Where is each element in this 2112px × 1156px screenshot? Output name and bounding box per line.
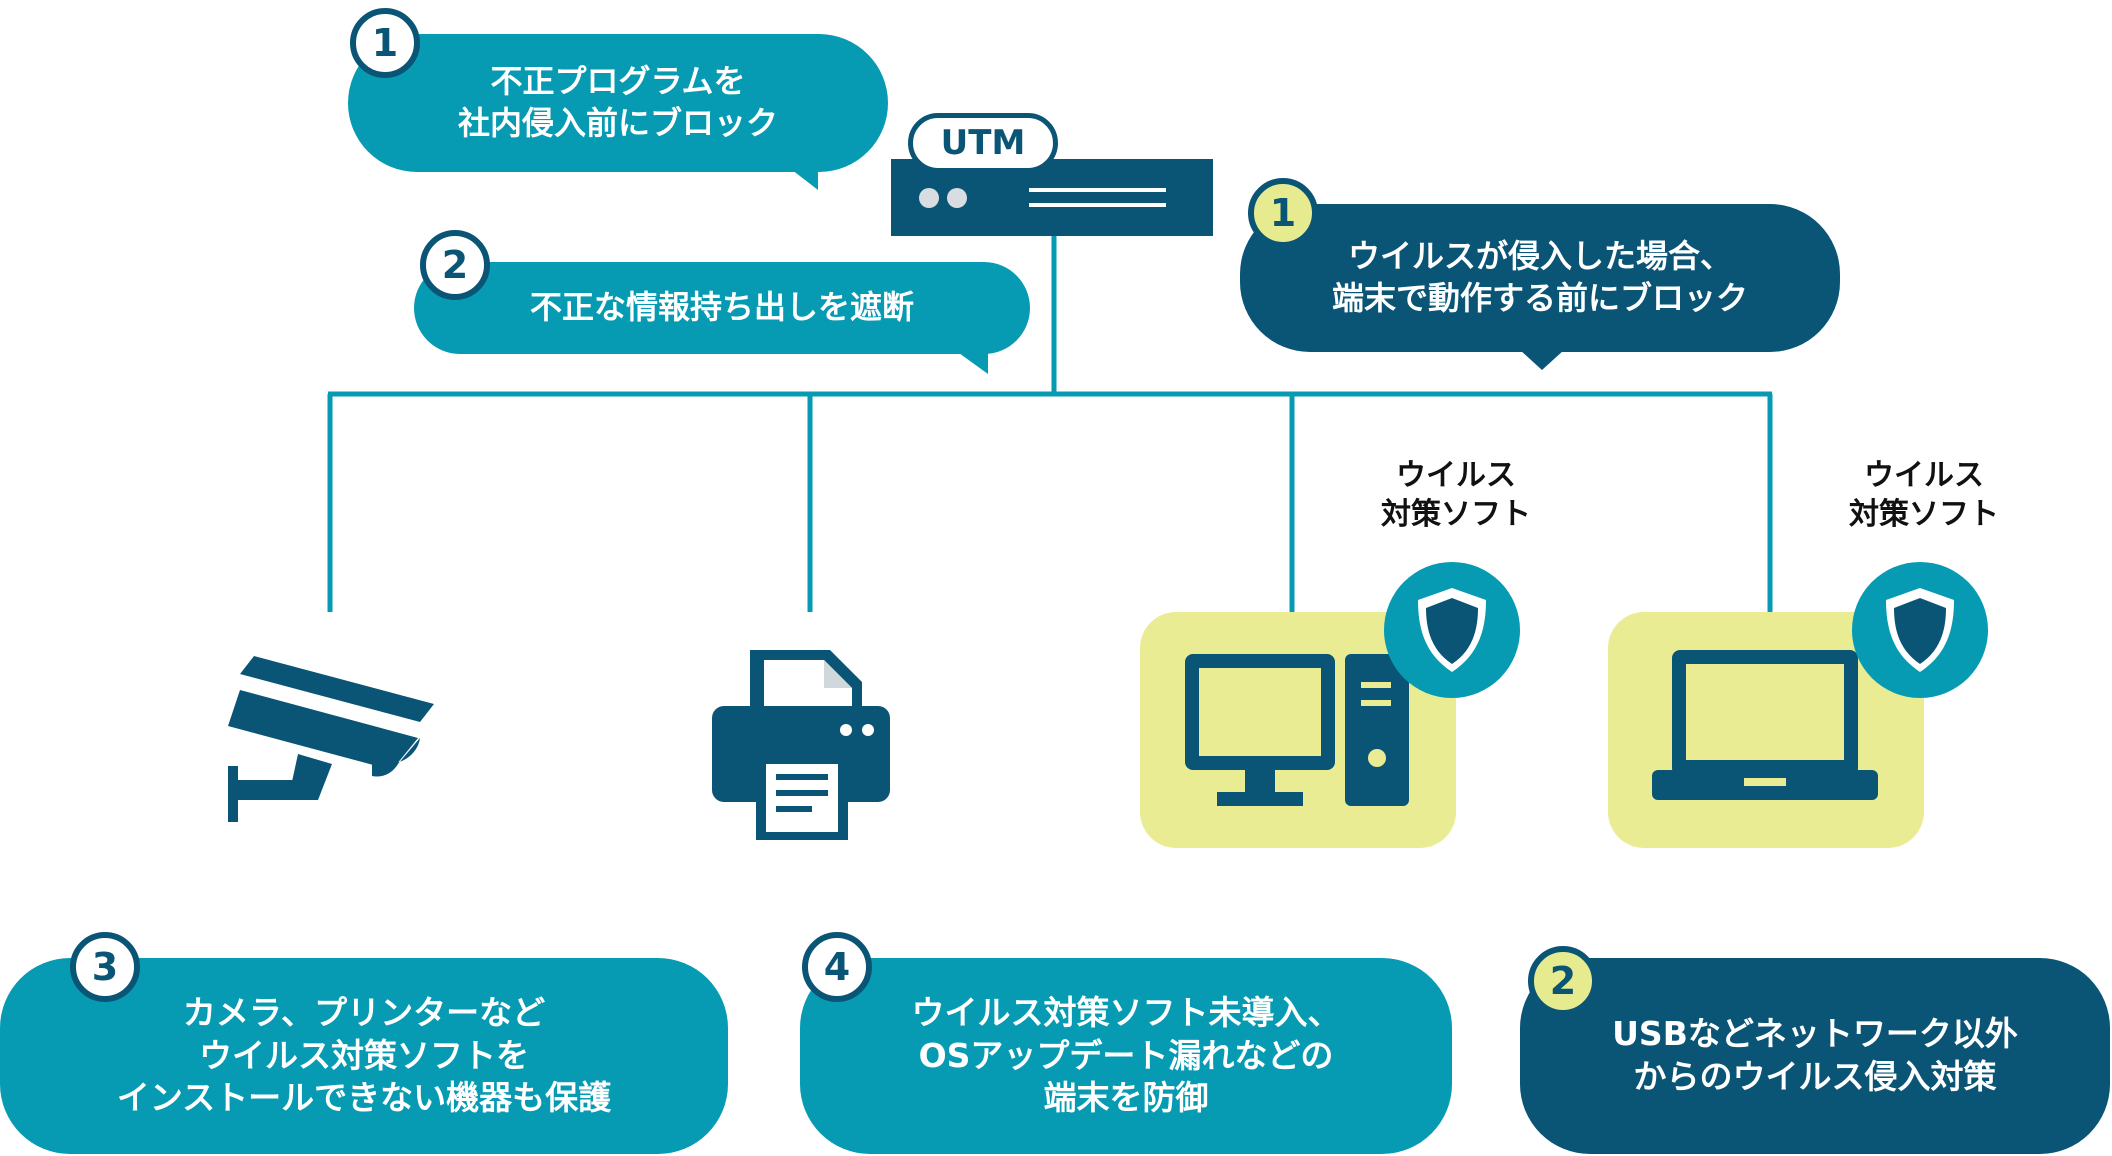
callout-block-malware: 不正プログラムを 社内侵入前にブロック xyxy=(348,34,888,172)
callout-line: からのウイルス侵入対策 xyxy=(1633,1057,1997,1096)
callout-block-virus-endpoint: ウイルスが侵入した場合、 端末で動作する前にブロック xyxy=(1240,204,1840,352)
callout-line: カメラ、プリンターなど xyxy=(182,992,546,1032)
laptop-icon xyxy=(1652,650,1878,800)
callout-line: 社内侵入前にブロック xyxy=(457,104,778,142)
callout-block-leak: 不正な情報持ち出しを遮断 xyxy=(414,262,1030,354)
callout-line: USBなどネットワーク以外 xyxy=(1612,1014,2018,1054)
shield-icon xyxy=(1418,588,1486,672)
utm-device-face xyxy=(919,188,1166,208)
step-badge-1: 1 xyxy=(350,8,420,78)
antivirus-label: ウイルス 対策ソフト xyxy=(1849,458,1999,532)
callout-line: 端末を防御 xyxy=(1043,1078,1209,1118)
step-badge-3: 3 xyxy=(70,932,140,1002)
step-badge-2: 2 xyxy=(420,230,490,300)
callout-line: 不正プログラムを xyxy=(490,62,746,101)
antivirus-label: ウイルス 対策ソフト xyxy=(1381,458,1531,532)
antivirus-shield xyxy=(1384,562,1520,698)
callout-line: 不正な情報持ち出しを遮断 xyxy=(529,288,914,327)
utm-label-text: UTM xyxy=(940,123,1026,163)
callout-line: ウイルス対策ソフトを xyxy=(199,1035,529,1075)
callout-line: OSアップデート漏れなどの xyxy=(918,1035,1334,1075)
callout-tail xyxy=(1520,350,1564,370)
callout-line: ウイルスが侵入した場合、 xyxy=(1347,237,1732,276)
camera-icon xyxy=(228,656,434,822)
step-badge-4: 4 xyxy=(802,932,872,1002)
shield-icon xyxy=(1886,588,1954,672)
callout-line: インストールできない機器も保護 xyxy=(116,1078,612,1118)
antivirus-shield xyxy=(1852,562,1988,698)
callout-line: 端末で動作する前にブロック xyxy=(1331,279,1748,317)
step-badge-2: 2 xyxy=(1528,946,1598,1016)
callout-usb-protection: USBなどネットワーク以外 からのウイルス侵入対策 xyxy=(1520,958,2110,1154)
utm-label: UTM xyxy=(908,113,1058,173)
callout-line: ウイルス対策ソフト未導入、 xyxy=(911,992,1341,1032)
callout-protect-unpatched: ウイルス対策ソフト未導入、 OSアップデート漏れなどの 端末を防御 xyxy=(800,958,1452,1154)
desktop-pc-icon xyxy=(1185,654,1409,806)
printer-icon xyxy=(712,650,890,840)
step-badge-1: 1 xyxy=(1248,178,1318,248)
